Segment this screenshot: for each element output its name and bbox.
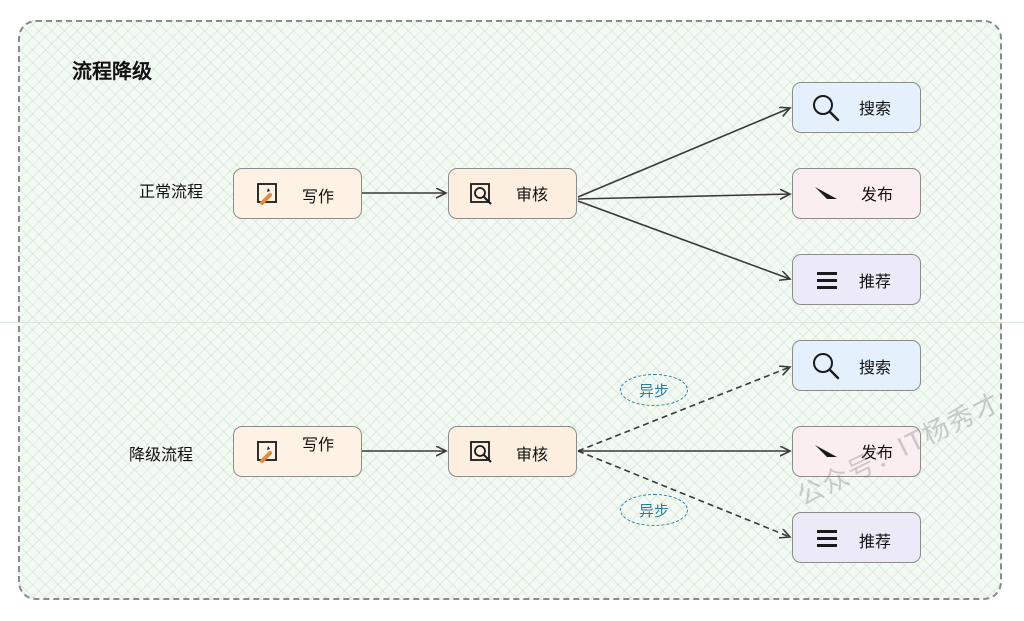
node-search-degraded-label: 搜索 [859,358,892,377]
normal-flow-label: 正常流程 [139,182,204,201]
edge-review-recommend [577,200,790,279]
edge-review-recommend-async [577,450,790,537]
node-search-label: 搜索 [859,99,892,118]
node-publish-degraded: 发布 [792,426,921,477]
node-review: 审核 [448,168,577,219]
node-recommend-degraded: 推荐 [792,512,921,563]
node-review-degraded: 审核 [448,426,577,477]
list-lines-icon [817,530,837,547]
send-arrow-icon [815,445,837,457]
async-label-recommend: 异步 [620,494,688,526]
node-publish-degraded-label: 发布 [861,443,894,462]
node-publish: 发布 [792,168,921,219]
diagram-title: 流程降级 [72,59,152,83]
node-write-degraded-label: 写作 [302,435,335,454]
async-label-search: 异步 [620,374,688,406]
edge-review-search [577,108,790,198]
node-publish-label: 发布 [861,185,894,204]
list-lines-icon [817,272,837,289]
node-search-degraded: 搜索 [792,340,921,391]
send-arrow-icon [815,187,837,199]
edge-review-search-async [577,367,790,452]
edit-pencil-icon [257,183,277,205]
magnify-document-icon [470,441,492,463]
edge-review-publish [577,194,790,199]
node-search: 搜索 [792,82,921,133]
magnify-document-icon [470,183,492,205]
node-review-label: 审核 [516,185,549,204]
node-recommend-label: 推荐 [859,272,892,291]
node-review-degraded-label: 审核 [516,445,549,464]
search-icon [813,95,840,122]
node-write-degraded: 写作 [233,426,362,477]
node-recommend-degraded-label: 推荐 [859,532,892,551]
search-icon [813,353,840,380]
section-divider [0,322,1024,323]
node-recommend: 推荐 [792,254,921,305]
degraded-flow-label: 降级流程 [129,445,194,464]
node-write: 写作 [233,168,362,219]
node-write-label: 写作 [302,187,335,206]
edit-pencil-icon [257,441,277,463]
